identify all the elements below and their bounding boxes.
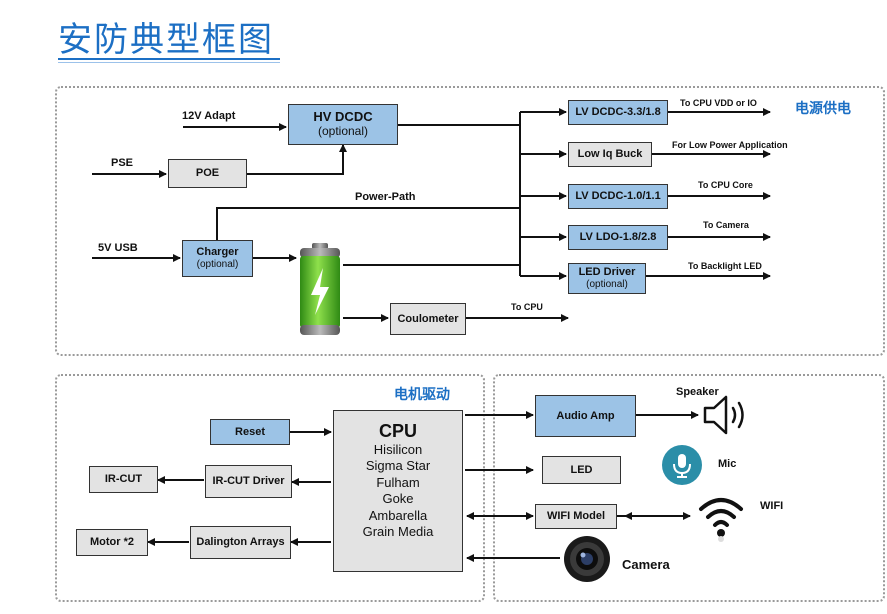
cpu-title: CPU xyxy=(378,421,417,441)
cpu-vendor: Ambarella xyxy=(368,507,428,523)
input-5v-usb-label: 5V USB xyxy=(98,242,138,254)
poe-box: POE xyxy=(168,159,247,188)
ir-cut-box: IR-CUT xyxy=(89,466,158,493)
output-box-lv-dcdc-10: LV DCDC-1.0/1.1 xyxy=(568,184,668,209)
wifi-model-label: WIFI Model xyxy=(546,510,606,523)
reset-box: Reset xyxy=(210,419,290,445)
motor-box: Motor *2 xyxy=(76,529,148,556)
cpu-vendor: Goke xyxy=(382,491,414,506)
target-cpu-core: To CPU Core xyxy=(698,180,753,190)
title-underline xyxy=(58,58,280,60)
output-box-label: LV DCDC-1.0/1.1 xyxy=(575,190,661,203)
output-box-label: LV LDO-1.8/2.8 xyxy=(579,231,657,244)
input-12v-adapt-label: 12V Adapt xyxy=(182,110,236,122)
led-box: LED xyxy=(542,456,621,484)
motor-region xyxy=(55,374,485,602)
camera-icon xyxy=(564,536,610,582)
wifi-label: WIFI xyxy=(760,500,784,512)
motor-section-label: 电机驱动 xyxy=(394,387,450,403)
speaker-label: Speaker xyxy=(676,386,719,398)
cpu-box: CPU Hisilicon Sigma Star Fulham Goke Amb… xyxy=(333,410,463,572)
output-box-note: (optional) xyxy=(586,279,628,291)
target-low-power: For Low Power Application xyxy=(672,140,788,150)
output-box-label: LV DCDC-3.3/1.8 xyxy=(575,106,661,119)
target-backlight: To Backlight LED xyxy=(688,261,762,271)
cpu-vendor: Fulham xyxy=(376,474,420,490)
ir-cut-label: IR-CUT xyxy=(104,473,143,486)
cpu-vendor: Grain Media xyxy=(362,524,434,539)
cpu-vendor: Hisilicon xyxy=(373,441,423,457)
output-box-low-iq-buck: Low Iq Buck xyxy=(568,142,652,167)
power-region xyxy=(55,86,885,356)
hv-dcdc-box: HV DCDC (optional) xyxy=(288,104,398,145)
title-underline-light xyxy=(58,62,280,63)
mic-label: Mic xyxy=(718,458,737,470)
coulometer-out-label: To CPU xyxy=(511,302,543,312)
target-cpu-vdd: To CPU VDD or IO xyxy=(680,98,757,108)
coulometer-label: Coulometer xyxy=(397,312,459,325)
output-box-lv-ldo: LV LDO-1.8/2.8 xyxy=(568,225,668,250)
battery-icon xyxy=(300,243,340,335)
speaker-icon xyxy=(703,395,744,435)
dalington-box: Dalington Arrays xyxy=(190,526,291,559)
output-box-led-driver: LED Driver (optional) xyxy=(568,263,646,294)
peripheral-region xyxy=(493,374,885,602)
charger-note: (optional) xyxy=(196,259,239,271)
wifi-icon xyxy=(699,498,743,542)
ir-cut-driver-label: IR-CUT Driver xyxy=(212,475,285,488)
hv-dcdc-note: (optional) xyxy=(317,124,369,139)
output-box-label: LED Driver xyxy=(578,266,636,279)
dalington-label: Dalington Arrays xyxy=(196,536,285,549)
charger-title: Charger xyxy=(196,246,239,259)
page-title: 安防典型框图 xyxy=(58,20,274,60)
power-section-label: 电源供电 xyxy=(795,101,851,117)
output-box-label: Low Iq Buck xyxy=(577,148,643,161)
mic-icon xyxy=(662,445,702,485)
input-pse-label: PSE xyxy=(111,157,134,169)
audio-amp-box: Audio Amp xyxy=(535,395,636,437)
audio-amp-label: Audio Amp xyxy=(556,409,615,422)
ir-cut-driver-box: IR-CUT Driver xyxy=(205,465,292,498)
charger-box: Charger (optional) xyxy=(182,240,253,277)
poe-label: POE xyxy=(195,167,220,180)
wifi-model-box: WIFI Model xyxy=(535,504,617,529)
target-camera: To Camera xyxy=(703,220,749,230)
motor-label: Motor *2 xyxy=(90,536,134,549)
reset-label: Reset xyxy=(235,425,265,438)
coulometer-box: Coulometer xyxy=(390,303,466,335)
led-label: LED xyxy=(570,463,593,476)
camera-label: Camera xyxy=(622,557,670,572)
output-box-lv-dcdc-33: LV DCDC-3.3/1.8 xyxy=(568,100,668,125)
cpu-vendor: Sigma Star xyxy=(365,458,431,473)
hv-dcdc-title: HV DCDC xyxy=(313,109,373,125)
power-path-label: Power-Path xyxy=(355,191,416,203)
